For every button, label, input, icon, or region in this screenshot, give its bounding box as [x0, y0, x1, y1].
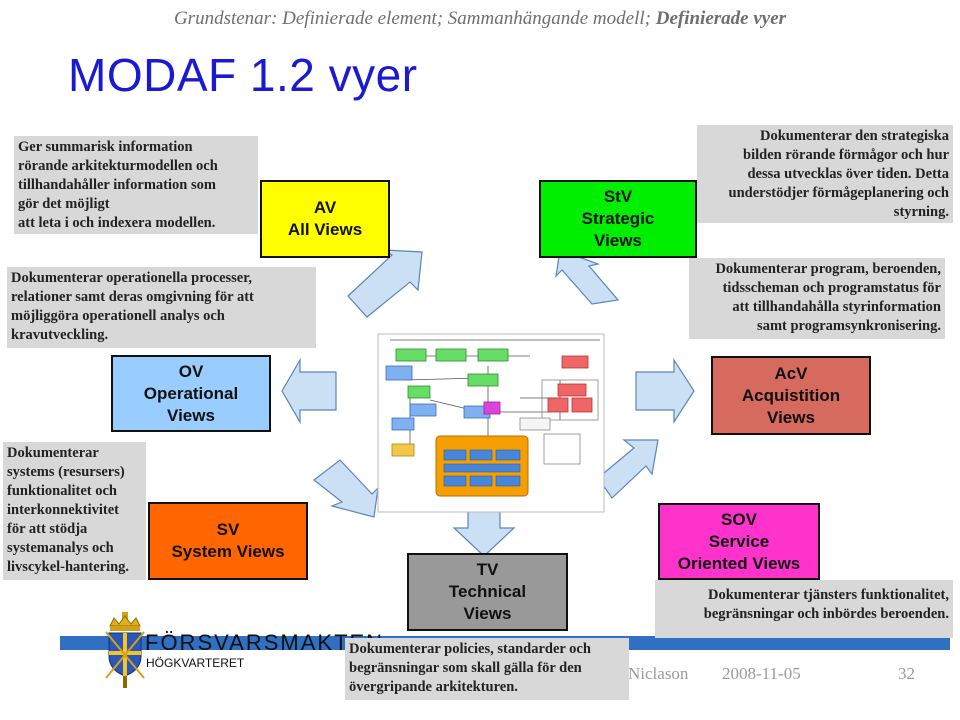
- note-tv-line: övergripande arkitekturen.: [349, 679, 518, 695]
- view-acv-name-2: Views: [767, 407, 815, 427]
- view-tv-abbr: TV: [476, 560, 499, 579]
- view-ov-name-1: Operational: [143, 383, 239, 403]
- note-sov-line: Dokumenterar tjänsters funktionalitet,: [708, 587, 949, 603]
- view-box-sv: SV System Views: [148, 502, 308, 580]
- note-sv-line: systems (resursers): [7, 464, 125, 480]
- org-subtitle: HÖGKVARTERET: [146, 656, 245, 670]
- note-ov-line: relationer samt deras omgivning för att: [11, 289, 254, 305]
- view-av-abbr: AV: [313, 198, 337, 217]
- crown-shield-icon: [105, 612, 145, 688]
- note-stv-line: dessa utvecklas över tiden. Detta: [747, 166, 949, 182]
- view-box-av: AV All Views: [260, 180, 390, 258]
- note-av-line: rörande arkitekturmodellen och: [18, 158, 218, 174]
- view-tv-name-2: Views: [463, 604, 512, 623]
- note-tv-line: begränsningar som skall gälla för den: [349, 660, 582, 676]
- note-tv: Dokumenterar policies, standarder och be…: [345, 638, 629, 700]
- note-ov-line: kravutveckling.: [11, 327, 109, 343]
- note-tv-line: Dokumenterar policies, standarder och: [349, 641, 591, 657]
- note-acv-line: att tillhandahålla styrinformation: [732, 299, 941, 315]
- view-acv-abbr: AcV: [774, 363, 808, 383]
- note-av: Ger summarisk information rörande arkite…: [14, 136, 258, 234]
- arrow-to-tv-icon: [452, 507, 516, 557]
- arrow-to-sov-icon: [597, 439, 659, 499]
- note-av-line: tillhandahåller information som: [18, 177, 216, 193]
- view-stv-name-1: Strategic: [581, 209, 655, 228]
- note-av-line: Ger summarisk information: [18, 139, 193, 155]
- note-stv-line: understödjer förmågeplanering och: [728, 185, 949, 201]
- note-sv-line: Dokumenterar: [7, 445, 99, 461]
- note-sv-line: interkonnektivitet: [7, 502, 119, 518]
- arrow-to-ov-icon: [281, 357, 337, 425]
- view-box-tv: TV Technical Views: [407, 553, 568, 631]
- view-sov-name-2: Oriented Views: [677, 553, 801, 573]
- note-sv-line: livscykel-hantering.: [7, 559, 130, 575]
- view-box-acv: AcV Acquistition Views: [711, 356, 871, 435]
- note-sv-line: systemanalys och: [7, 540, 114, 556]
- arrow-to-acv-icon: [635, 357, 695, 425]
- arrow-to-stv-icon: [555, 249, 620, 305]
- view-ov-abbr: OV: [178, 361, 204, 381]
- view-box-sov: SOV Service Oriented Views: [658, 503, 820, 580]
- view-sv-abbr: SV: [216, 520, 240, 539]
- note-stv: Dokumenterar den strategiska bilden röra…: [697, 125, 953, 223]
- view-box-stv: StV Strategic Views: [539, 180, 697, 258]
- footer-date: 2008-11-05: [722, 664, 801, 683]
- note-stv-line: bilden rörande förmågor och hur: [743, 147, 949, 163]
- footer-author: Niclason: [628, 664, 689, 683]
- note-stv-line: Dokumenterar den strategiska: [759, 128, 949, 144]
- metamodel-diagram-icon: [377, 333, 605, 513]
- view-sov-name-1: Service: [708, 531, 770, 551]
- note-ov-line: möjliggöra operationell analys och: [11, 308, 225, 324]
- note-stv-line: styrning.: [893, 204, 949, 220]
- view-tv-name-1: Technical: [448, 582, 527, 601]
- arrow-to-sv-icon: [313, 459, 379, 518]
- note-av-line: att leta i och indexera modellen.: [18, 215, 216, 231]
- note-sv-line: funktionalitet och: [7, 483, 117, 499]
- note-sv: Dokumenterar systems (resursers) funktio…: [3, 442, 146, 580]
- note-acv-line: Dokumenterar program, beroenden,: [715, 261, 941, 277]
- view-stv-name-2: Views: [594, 231, 642, 250]
- note-av-line: gör det möjligt: [18, 196, 110, 212]
- footer-page-number: 32: [898, 664, 915, 683]
- note-sov: Dokumenterar tjänsters funktionalitet, b…: [655, 580, 953, 638]
- note-ov: Dokumenterar operationella processer, re…: [7, 267, 316, 348]
- note-sov-line: begränsningar och inbördes beroenden.: [703, 606, 949, 622]
- note-acv-line: samt programsynkronisering.: [757, 318, 941, 334]
- note-acv-line: tidsscheman och programstatus för: [722, 280, 941, 296]
- slide-subtitle: Grundstenar: Definierade element; Samman…: [0, 8, 960, 30]
- view-sv-name: System Views: [171, 542, 285, 561]
- subtitle-part-1: Grundstenar: Definierade element; Samman…: [173, 8, 656, 29]
- note-ov-line: Dokumenterar operationella processer,: [11, 270, 252, 286]
- view-stv-abbr: StV: [603, 187, 633, 206]
- slide-title: MODAF 1.2 vyer: [68, 49, 418, 101]
- view-sov-abbr: SOV: [721, 509, 757, 529]
- subtitle-part-2: Definierade vyer: [655, 8, 787, 29]
- note-sv-line: för att stödja: [7, 521, 88, 537]
- view-av-name: All Views: [287, 220, 363, 239]
- note-acv: Dokumenterar program, beroenden, tidssch…: [689, 258, 945, 339]
- view-box-ov: OV Operational Views: [111, 355, 271, 432]
- view-acv-name-1: Acquistition: [741, 385, 841, 405]
- org-name: FÖRSVARSMAKTEN: [145, 630, 385, 655]
- view-ov-name-2: Views: [167, 405, 215, 425]
- arrow-to-av-icon: [347, 249, 423, 318]
